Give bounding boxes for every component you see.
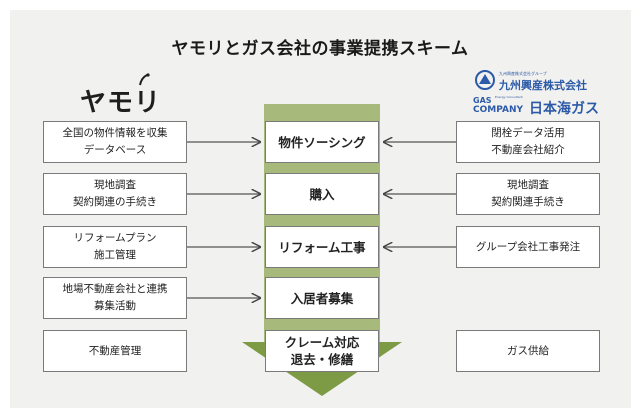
- center-box-2-text: 購入: [309, 186, 335, 202]
- left-box-3-text: リフォームプラン 施工管理: [73, 232, 157, 261]
- right-box-3-text: グループ会社工事発注: [475, 240, 581, 253]
- kyushu-mark-icon: [475, 70, 495, 90]
- center-box-3: リフォーム工事: [265, 226, 379, 268]
- left-box-2-text: 現地調査 契約関連の手続き: [73, 179, 157, 208]
- yamori-logo: ヤモリ: [80, 88, 162, 118]
- right-box-5: ガス供給: [456, 330, 600, 372]
- right-box-1-text: 閉栓データ活用 不動産会社紹介: [491, 127, 565, 156]
- gas-word: GAS: [473, 96, 492, 105]
- gas-tiny-label: Energy Consultant: [495, 95, 523, 99]
- right-box-3: グループ会社工事発注: [456, 226, 600, 268]
- nihonkai-gas-logo: GAS Energy Consultant COMPANY 日本海ガス: [473, 95, 599, 118]
- left-box-2: 現地調査 契約関連の手続き: [43, 173, 187, 215]
- center-box-2: 購入: [265, 173, 379, 215]
- right-box-2: 現地調査 契約関連手続き: [456, 173, 600, 215]
- right-box-1: 閉栓データ活用 不動産会社紹介: [456, 121, 600, 163]
- kyushu-kosan-logo: 九州興産株式会社グループ 九州興産株式会社: [473, 70, 587, 98]
- center-box-3-text: リフォーム工事: [278, 239, 366, 255]
- left-box-4: 地場不動産会社と連携 募集活動: [43, 277, 187, 319]
- nihonkai-label: 日本海ガス: [529, 101, 599, 117]
- center-box-5-text: クレーム対応 退去・修繕: [284, 335, 360, 367]
- left-box-5-text: 不動産管理: [88, 344, 142, 357]
- center-box-5: クレーム対応 退去・修繕: [265, 330, 379, 372]
- company-word: COMPANY: [473, 105, 523, 115]
- left-box-3: リフォームプラン 施工管理: [43, 226, 187, 268]
- left-box-4-text: 地場不動産会社と連携 募集活動: [62, 283, 168, 312]
- left-box-5: 不動産管理: [43, 330, 187, 372]
- center-box-1: 物件ソーシング: [265, 121, 379, 163]
- diagram-title: ヤモリとガス会社の事業提携スキーム: [171, 39, 469, 59]
- right-box-5-text: ガス供給: [507, 344, 549, 357]
- left-box-1-text: 全国の物件情報を収集 データベース: [62, 127, 168, 156]
- center-box-1-text: 物件ソーシング: [278, 134, 366, 150]
- kyushu-name-label: 九州興産株式会社: [499, 79, 587, 92]
- right-box-2-text: 現地調査 契約関連手続き: [491, 179, 565, 208]
- left-box-1: 全国の物件情報を収集 データベース: [43, 121, 187, 163]
- sprout-icon: [139, 73, 150, 86]
- center-box-4-text: 入居者募集: [290, 290, 354, 306]
- kyushu-sub-label: 九州興産株式会社グループ: [499, 71, 547, 76]
- center-box-4: 入居者募集: [265, 277, 379, 319]
